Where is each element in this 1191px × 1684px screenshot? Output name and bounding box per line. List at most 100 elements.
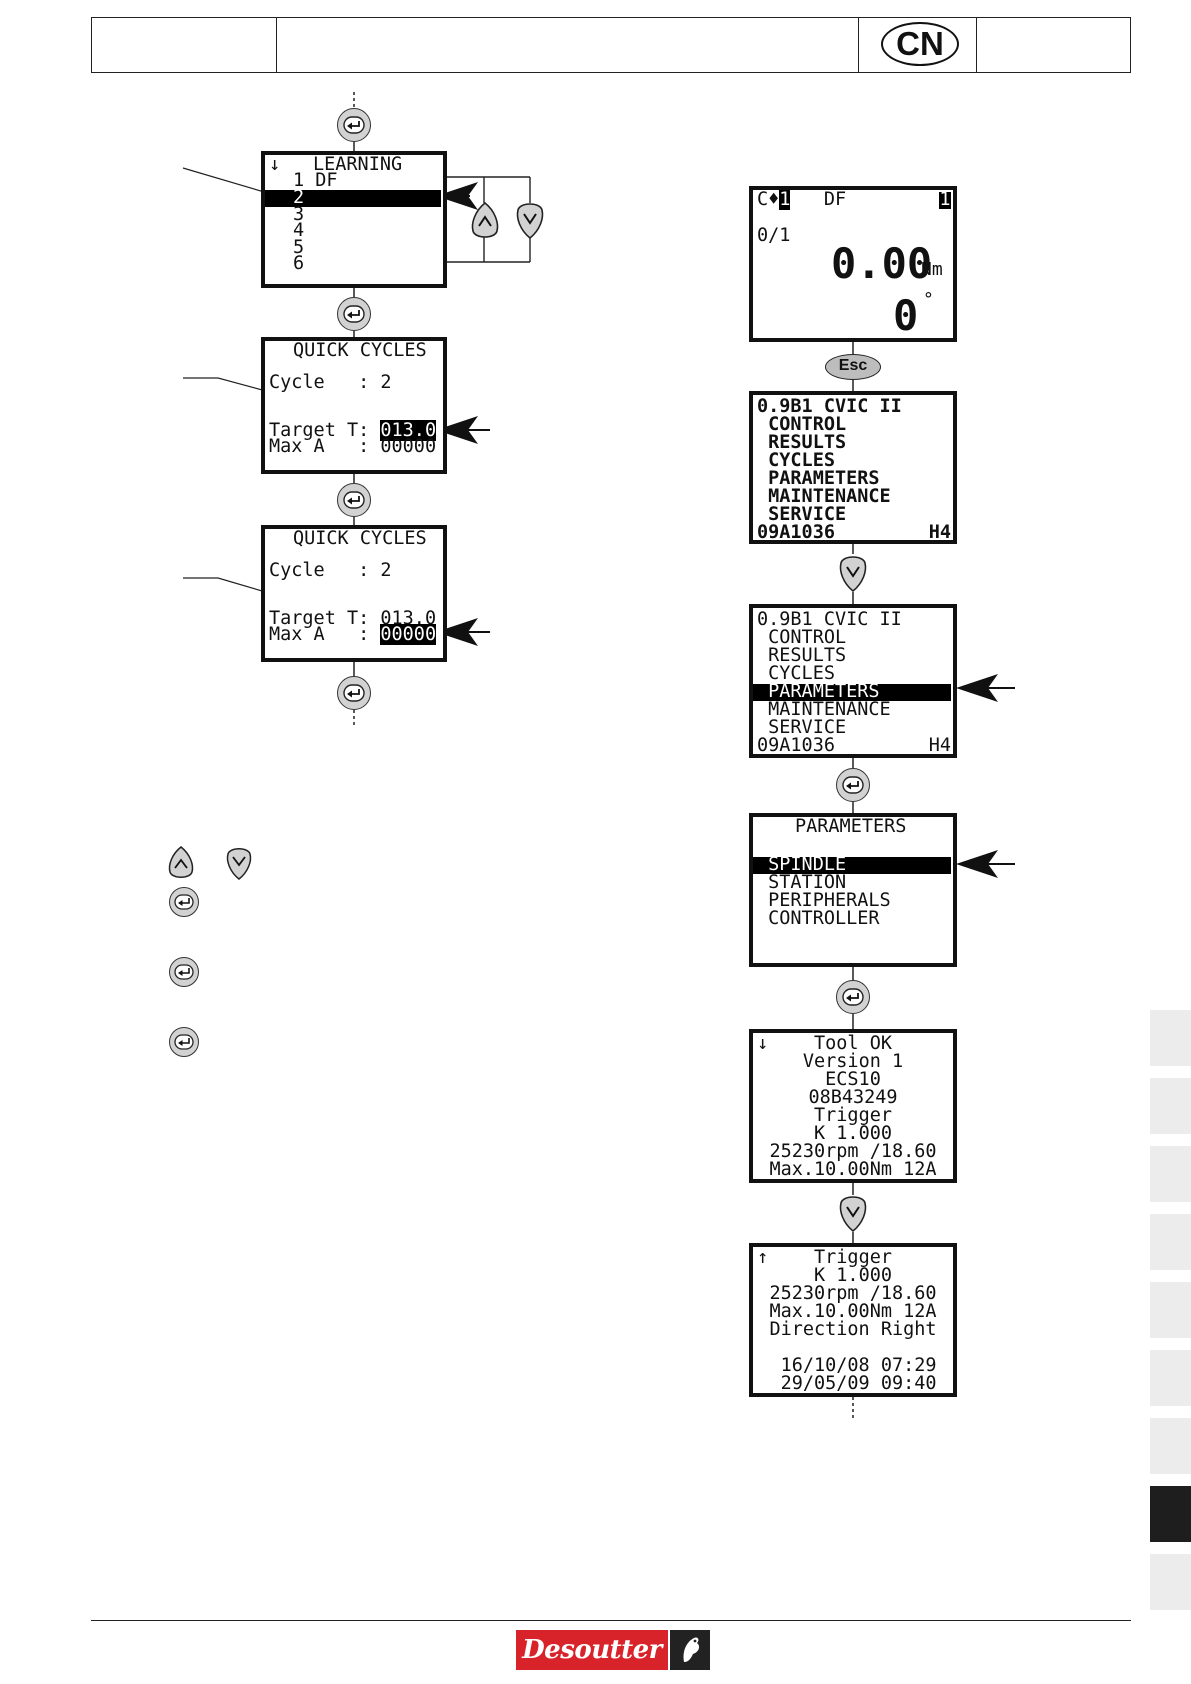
info-line: Tool OK bbox=[814, 1033, 892, 1054]
section-tab[interactable] bbox=[1150, 1010, 1191, 1066]
footer-rule bbox=[91, 1620, 1131, 1621]
pointer-arrow-icon bbox=[956, 850, 1015, 878]
quick-cycles-screen: QUICK CYCLES Cycle : 2 Target T: 013.0 M… bbox=[261, 337, 447, 474]
target-line: Target T: 013.0 bbox=[269, 608, 441, 629]
section-tab-active[interactable] bbox=[1150, 1486, 1191, 1542]
list-item-selected: 2 bbox=[265, 188, 441, 207]
info-line: Max.10.00Nm 12A bbox=[769, 1301, 937, 1322]
tool-info-screen: ↑ Trigger K 1.000 25230rpm /18.60 Max.10… bbox=[749, 1243, 957, 1397]
page-header bbox=[91, 17, 1131, 73]
menu-header: 0.9B1 CVIC II bbox=[757, 396, 902, 417]
menu-item: MAINTENANCE bbox=[757, 486, 891, 507]
info-line: 16/10/08 07:29 bbox=[769, 1355, 937, 1376]
menu-item: PARAMETERS bbox=[757, 468, 880, 489]
section-tab[interactable] bbox=[1150, 1554, 1191, 1610]
section-tab[interactable] bbox=[1150, 1282, 1191, 1338]
menu-item: RESULTS bbox=[757, 432, 847, 453]
list-item: 4 bbox=[293, 220, 305, 241]
info-line: ECS10 bbox=[825, 1069, 881, 1090]
cycle-line: Cycle : 2 bbox=[269, 372, 392, 393]
menu-item: PERIPHERALS bbox=[757, 890, 891, 911]
down-key-icon bbox=[516, 203, 544, 240]
enter-key-icon bbox=[169, 1027, 199, 1057]
brand-bird-icon bbox=[670, 1630, 710, 1670]
section-tab[interactable] bbox=[1150, 1350, 1191, 1406]
max-line: Max A : 00000 bbox=[269, 436, 441, 457]
torque-unit: Nm bbox=[921, 259, 943, 280]
max-value: 00000 bbox=[380, 436, 437, 457]
info-line: 29/05/09 09:40 bbox=[769, 1373, 937, 1394]
header-divider bbox=[976, 18, 977, 72]
enter-key-icon bbox=[836, 768, 870, 802]
menu-item: STATION bbox=[757, 872, 847, 893]
screen-title: QUICK CYCLES bbox=[293, 528, 427, 549]
enter-key-icon bbox=[169, 957, 199, 987]
scroll-arrow: ↓ bbox=[757, 1033, 769, 1054]
target-value: 013.0 bbox=[380, 420, 437, 441]
scroll-arrow: ↑ bbox=[757, 1247, 769, 1268]
info-line: 25230rpm /18.60 bbox=[769, 1283, 937, 1304]
brand-logo: Desoutter bbox=[516, 1630, 668, 1670]
target-label: Target T: bbox=[269, 608, 381, 629]
cycle-line: Cycle : 2 bbox=[269, 560, 392, 581]
info-line: Version 1 bbox=[802, 1051, 904, 1072]
hardware-code: H4 bbox=[928, 522, 951, 543]
up-key-icon bbox=[168, 846, 194, 878]
pointer-arrow-icon bbox=[436, 618, 490, 646]
esc-key-icon: Esc bbox=[825, 354, 881, 380]
info-line: 25230rpm /18.60 bbox=[769, 1141, 937, 1162]
main-menu-screen: 0.9B1 CVIC II CONTROL RESULTS CYCLES PAR… bbox=[749, 604, 957, 758]
info-line: Trigger bbox=[814, 1247, 892, 1268]
menu-item: CONTROL bbox=[757, 627, 847, 648]
menu-item: MAINTENANCE bbox=[757, 699, 891, 720]
header-divider bbox=[858, 18, 859, 72]
menu-item-selected: PARAMETERS bbox=[753, 682, 951, 701]
screen-title: PARAMETERS bbox=[795, 816, 907, 837]
enter-key-icon bbox=[836, 980, 870, 1014]
section-tab[interactable] bbox=[1150, 1418, 1191, 1474]
max-line: Max A : 00000 bbox=[269, 624, 441, 645]
enter-key-icon bbox=[337, 483, 371, 517]
menu-item: CYCLES bbox=[757, 450, 835, 471]
menu-item: CONTROL bbox=[757, 414, 847, 435]
section-tab[interactable] bbox=[1150, 1214, 1191, 1270]
main-menu-screen: 0.9B1 CVIC II CONTROL RESULTS CYCLES PAR… bbox=[749, 391, 957, 544]
screen-title: QUICK CYCLES bbox=[293, 340, 427, 361]
info-line: K 1.000 bbox=[814, 1123, 892, 1144]
menu-item: CONTROLLER bbox=[757, 908, 880, 929]
max-value: 00000 bbox=[380, 624, 437, 645]
enter-key-icon bbox=[169, 887, 199, 917]
target-label: Target T: bbox=[269, 420, 381, 441]
count-readout: 0/1 bbox=[757, 225, 791, 246]
max-label: Max A : bbox=[269, 436, 381, 457]
up-key-icon bbox=[471, 201, 499, 238]
cycle-indicator: C♦1 DF bbox=[757, 189, 847, 210]
tool-info-screen: ↓ Tool OK Version 1 ECS10 08B43249 Trigg… bbox=[749, 1029, 957, 1183]
menu-header: 0.9B1 CVIC II bbox=[757, 609, 902, 630]
menu-item: SERVICE bbox=[757, 717, 847, 738]
angle-unit: ° bbox=[923, 289, 934, 310]
enter-key-icon bbox=[337, 297, 371, 331]
section-tab[interactable] bbox=[1150, 1146, 1191, 1202]
firmware-code: 09A1036 bbox=[757, 522, 835, 543]
menu-item-selected: SPINDLE bbox=[753, 855, 951, 874]
enter-key-icon bbox=[337, 108, 371, 142]
info-line: Direction Right bbox=[769, 1319, 937, 1340]
corner-indicator: 1 bbox=[939, 189, 951, 210]
enter-key-icon bbox=[337, 676, 371, 710]
parameters-menu-screen: PARAMETERS SPINDLE STATION PERIPHERALS C… bbox=[749, 813, 957, 967]
list-item: 1 DF bbox=[293, 170, 338, 191]
language-badge: CN bbox=[881, 22, 959, 66]
target-value: 013.0 bbox=[380, 608, 437, 629]
firmware-code: 09A1036 bbox=[757, 735, 835, 756]
learning-screen: ↓ LEARNING 1 DF 2 3 4 5 6 bbox=[261, 151, 447, 288]
menu-item: SERVICE bbox=[757, 504, 847, 525]
header-divider bbox=[276, 18, 277, 72]
menu-item: CYCLES bbox=[757, 663, 835, 684]
scroll-arrow: ↓ bbox=[269, 154, 281, 175]
quick-cycles-screen: QUICK CYCLES Cycle : 2 Target T: 013.0 M… bbox=[261, 525, 447, 662]
target-line: Target T: 013.0 bbox=[269, 420, 441, 441]
hardware-code: H4 bbox=[928, 735, 951, 756]
section-tab[interactable] bbox=[1150, 1078, 1191, 1134]
